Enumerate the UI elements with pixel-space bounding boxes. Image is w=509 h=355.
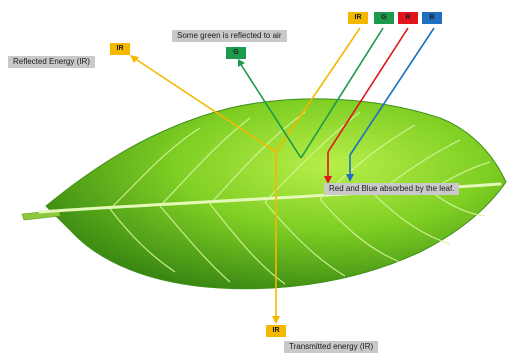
r-chip-top: R <box>398 12 418 24</box>
reflected-energy-label: Reflected Energy (IR) <box>8 56 95 68</box>
ir-chip-left: IR <box>110 43 130 55</box>
g-chip-top: G <box>374 12 394 24</box>
b-chip-top: B <box>422 12 442 24</box>
absorbed-label: Red and Blue absorbed by the leaf. <box>324 183 459 195</box>
some-green-label: Some green is reflected to air <box>172 30 287 42</box>
ir-chip-top: IR <box>348 12 368 24</box>
ir-chip-bottom: IR <box>266 325 286 337</box>
ir-transmitted-arrowhead <box>272 316 280 324</box>
g-chip-mid: G <box>226 47 246 59</box>
ir-reflected-arrowhead <box>130 55 139 63</box>
transmitted-label: Transmitted energy (IR) <box>284 341 378 353</box>
